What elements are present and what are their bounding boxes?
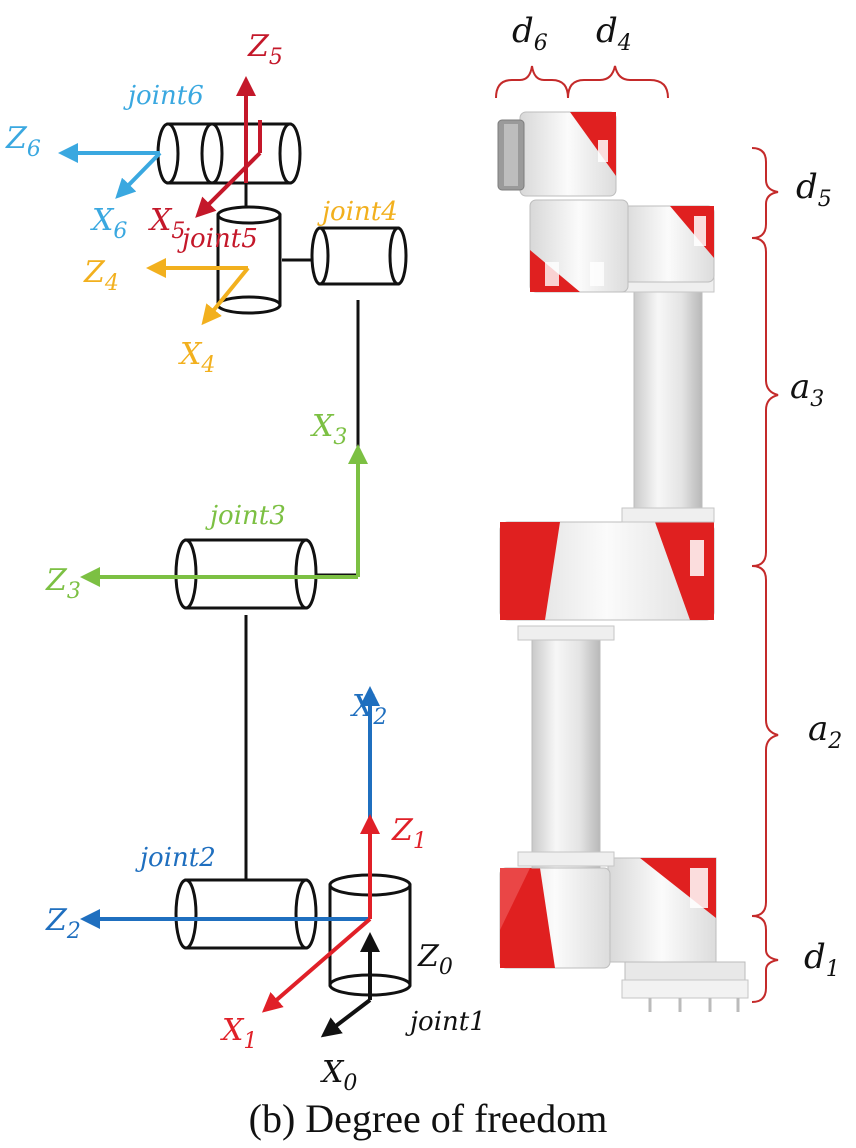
bracket-d4 bbox=[567, 65, 669, 99]
x6-arrow bbox=[115, 151, 162, 199]
robot-joint4-housing bbox=[621, 205, 715, 283]
joint4-cylinder bbox=[310, 226, 408, 286]
x4-label: X4 bbox=[178, 337, 215, 378]
axis-arrows bbox=[58, 76, 380, 1038]
joint6-cylinder bbox=[156, 122, 302, 185]
robot-lower-arm bbox=[517, 625, 615, 869]
joint5-cylinder bbox=[216, 205, 282, 315]
robot-joint1-housing bbox=[607, 857, 717, 963]
joint5-label: joint5 bbox=[177, 224, 258, 254]
robot-joint2-housing bbox=[499, 867, 611, 969]
bracket-a2 bbox=[751, 565, 779, 917]
z2-label: Z2 bbox=[45, 903, 81, 944]
z4-label: Z4 bbox=[83, 255, 119, 296]
x3-label: X3 bbox=[310, 409, 347, 450]
dimension-brackets bbox=[495, 65, 779, 1003]
x4-arrow bbox=[201, 266, 250, 326]
a3-label: a3 bbox=[790, 367, 824, 412]
a2-label: a2 bbox=[808, 709, 842, 754]
x2-label: X2 bbox=[350, 689, 387, 730]
x1-arrow bbox=[261, 917, 372, 1013]
x6-label: X6 bbox=[90, 203, 127, 244]
x5-arrow bbox=[195, 151, 262, 218]
bracket-d1 bbox=[751, 915, 779, 1003]
joint1-label: joint1 bbox=[405, 1007, 486, 1037]
bracket-d5 bbox=[751, 147, 779, 239]
axis-labels: Z6 X6 Z5 X5 Z4 X4 Z3 X3 Z2 X2 Z1 X1 Z0 X… bbox=[5, 29, 453, 1096]
robot-joint6-housing bbox=[497, 111, 617, 197]
joint2-cylinder bbox=[174, 878, 318, 950]
x5-label: X5 bbox=[148, 203, 185, 244]
z6-label: Z6 bbox=[5, 121, 41, 162]
z3-label: Z3 bbox=[45, 563, 81, 604]
x0-label: X0 bbox=[320, 1055, 357, 1096]
d1-label: d1 bbox=[804, 937, 840, 982]
z1-label: Z1 bbox=[391, 813, 427, 854]
x0-arrow bbox=[320, 998, 372, 1038]
d6-label: d6 bbox=[512, 11, 548, 56]
bracket-d6 bbox=[495, 65, 569, 99]
joint3-label: joint3 bbox=[205, 501, 286, 531]
joint2-label: joint2 bbox=[135, 843, 216, 873]
robot-base bbox=[621, 961, 749, 1012]
robot-upper-arm bbox=[621, 277, 715, 523]
z0-label: Z0 bbox=[417, 939, 453, 980]
joint-labels: joint6 joint5 joint4 joint3 joint2 joint… bbox=[123, 81, 486, 1037]
robot-joint3-housing bbox=[499, 521, 715, 621]
bracket-a3 bbox=[751, 237, 779, 567]
d5-label: d5 bbox=[796, 167, 832, 212]
d4-label: d4 bbox=[596, 11, 632, 56]
dimension-labels: d6 d4 d5 a3 a2 d1 bbox=[512, 11, 842, 982]
robot-illustration bbox=[497, 111, 749, 1012]
robot-joint5-housing bbox=[529, 199, 629, 293]
z5-label: Z5 bbox=[247, 29, 283, 70]
x1-label: X1 bbox=[220, 1013, 257, 1054]
figure-caption: (b) Degree of freedom bbox=[249, 1096, 608, 1141]
joint6-label: joint6 bbox=[123, 81, 204, 111]
joint4-label: joint4 bbox=[317, 197, 398, 227]
joint3-cylinder bbox=[174, 538, 318, 610]
